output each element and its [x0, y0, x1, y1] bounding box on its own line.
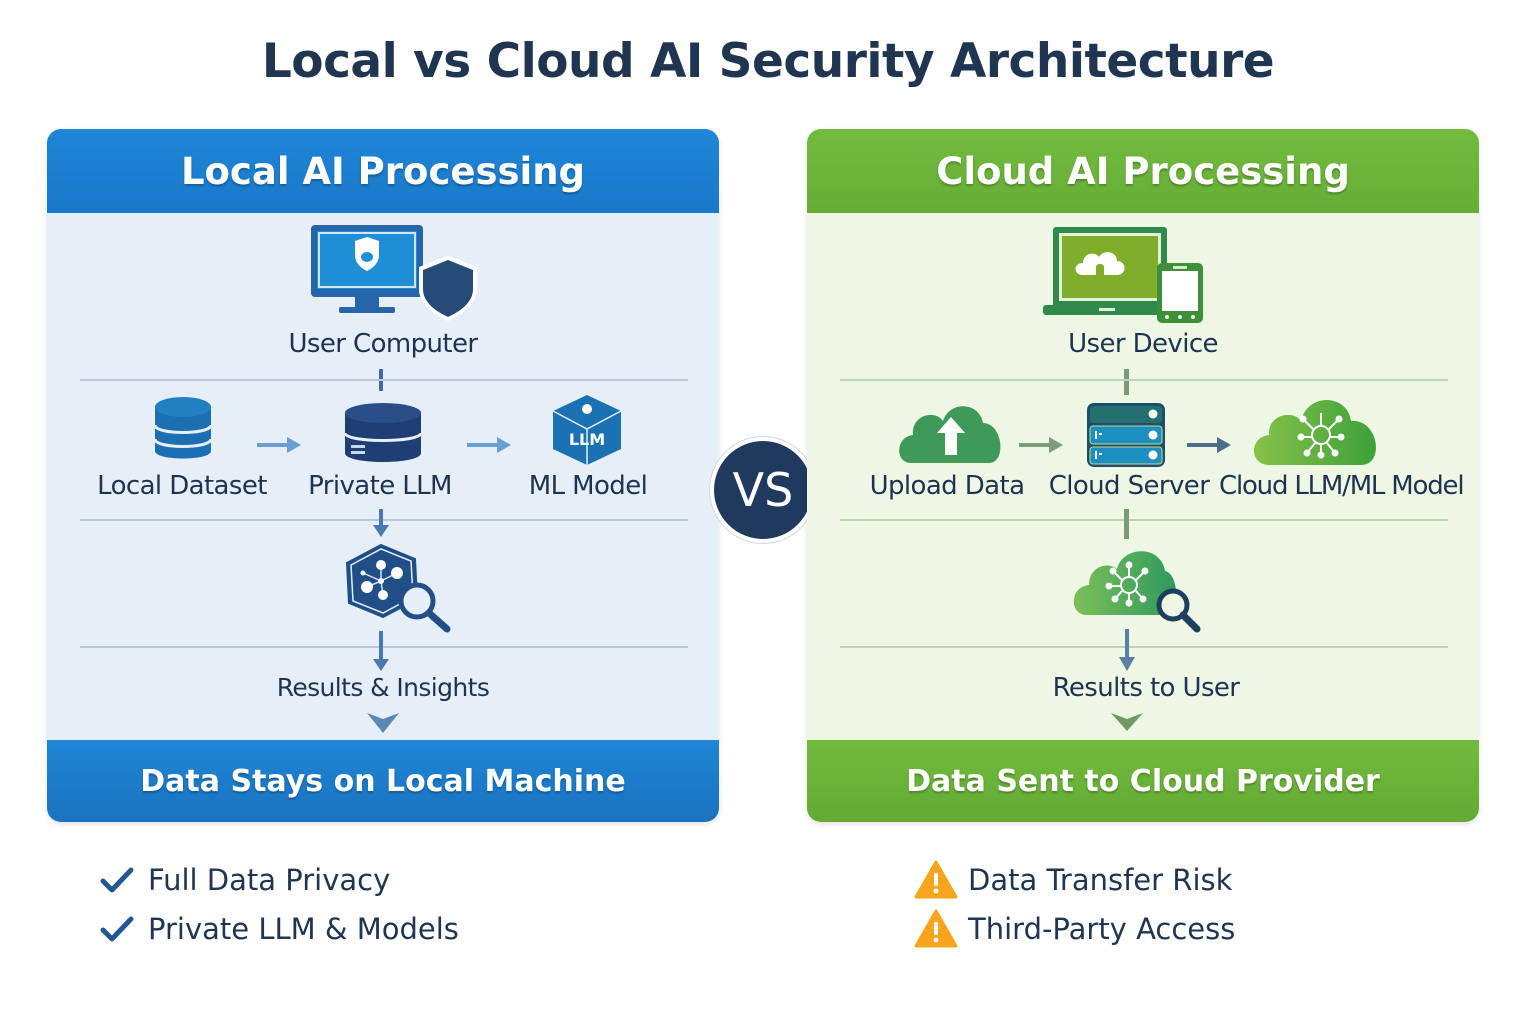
- chevron-down-icon: [1111, 713, 1143, 731]
- divider: [80, 646, 688, 648]
- user-computer-label: User Computer: [288, 329, 479, 359]
- node-user-device: User Device: [807, 329, 1479, 359]
- local-panel: Local AI Processing User Computer: [47, 129, 719, 822]
- node-cloud-model: Cloud LLM/ML Model: [1219, 471, 1465, 501]
- arrow-right-icon: [257, 437, 301, 453]
- node-user-computer: User Computer: [47, 329, 719, 359]
- chevron-down-icon: [367, 713, 399, 733]
- node-cloud-server: Cloud Server: [1029, 471, 1229, 501]
- bullet-text: Data Transfer Risk: [968, 862, 1233, 897]
- private-llm-label: Private LLM: [308, 471, 452, 501]
- monitor-shield-icon: [311, 225, 477, 321]
- connector-line: [1124, 369, 1129, 395]
- results-insights-label: Results & Insights: [276, 673, 490, 702]
- network-hexagon-search-icon: [345, 543, 451, 633]
- bullet-text: Private LLM & Models: [148, 911, 459, 946]
- list-item: Third-Party Access: [914, 904, 1235, 953]
- upload-data-label: Upload Data: [869, 471, 1025, 501]
- local-benefits-list: Full Data Privacy Private LLM & Models: [100, 855, 459, 953]
- node-upload-data: Upload Data: [847, 471, 1047, 501]
- cloud-panel: Cloud AI Processing User Device: [807, 129, 1479, 822]
- local-dataset-label: Local Dataset: [97, 471, 267, 501]
- arrow-down-icon: [1119, 629, 1135, 671]
- laptop-phone-cloud-icon: [1043, 227, 1203, 323]
- divider: [80, 519, 688, 521]
- list-item: Data Transfer Risk: [914, 855, 1235, 904]
- cloud-server-label: Cloud Server: [1048, 471, 1210, 501]
- divider: [840, 379, 1448, 381]
- divider: [840, 646, 1448, 648]
- node-results-to-user: Results to User: [807, 673, 1479, 703]
- bullet-text: Full Data Privacy: [148, 862, 391, 897]
- warning-icon: [914, 909, 958, 947]
- divider: [80, 379, 688, 381]
- checkmark-icon: [100, 916, 134, 941]
- node-local-dataset: Local Dataset: [87, 471, 277, 501]
- arrow-right-icon: [1187, 437, 1231, 453]
- arrow-right-icon: [1019, 437, 1063, 453]
- ml-model-label: ML Model: [528, 471, 648, 501]
- connector-line: [1124, 509, 1129, 539]
- cloud-network-search-icon: [1073, 551, 1201, 633]
- arrow-down-icon: [373, 509, 389, 537]
- node-ml-model: ML Model: [493, 471, 683, 501]
- node-private-llm: Private LLM: [285, 471, 475, 501]
- cloud-upload-icon: [899, 406, 1001, 463]
- divider: [840, 519, 1448, 521]
- checkmark-icon: [100, 867, 134, 892]
- database-icon: [153, 397, 213, 459]
- cloud-panel-header: Cloud AI Processing: [807, 129, 1479, 213]
- list-item: Full Data Privacy: [100, 855, 459, 904]
- page-title: Local vs Cloud AI Security Architecture: [261, 34, 1275, 89]
- arrow-down-icon: [373, 631, 389, 671]
- llm-icon-text: LLM: [569, 430, 605, 449]
- cloud-model-label: Cloud LLM/ML Model: [1219, 471, 1465, 501]
- user-device-label: User Device: [1068, 329, 1218, 359]
- server-database-icon: [343, 403, 423, 462]
- local-panel-header: Local AI Processing: [47, 129, 719, 213]
- vs-badge: VS: [710, 437, 816, 543]
- arrow-right-icon: [467, 437, 511, 453]
- local-panel-footer: Data Stays on Local Machine: [47, 740, 719, 822]
- llm-cube-icon: LLM: [552, 395, 622, 465]
- results-to-user-label: Results to User: [1052, 673, 1240, 703]
- cloud-panel-footer: Data Sent to Cloud Provider: [807, 740, 1479, 822]
- server-rack-icon: [1087, 403, 1165, 467]
- cloud-risks-list: Data Transfer Risk Third-Party Access: [914, 855, 1235, 953]
- bullet-text: Third-Party Access: [968, 911, 1236, 946]
- node-results-insights: Results & Insights: [47, 673, 719, 702]
- warning-icon: [914, 860, 958, 898]
- cloud-network-icon: [1254, 400, 1376, 465]
- list-item: Private LLM & Models: [100, 904, 459, 953]
